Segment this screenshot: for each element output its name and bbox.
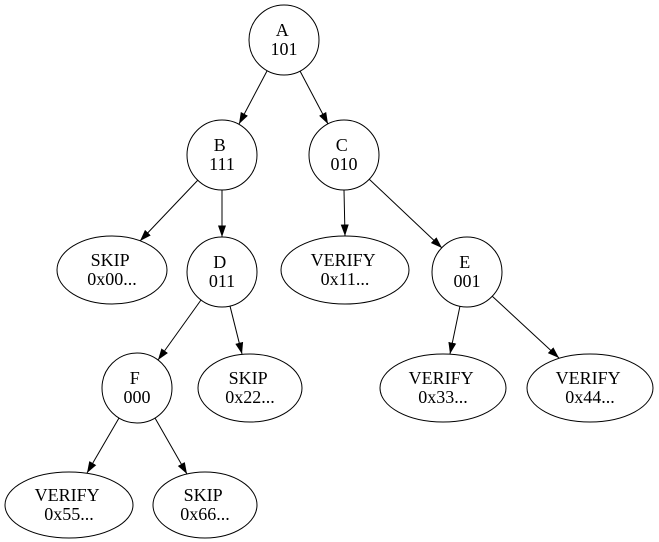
node-C: C 010 [308, 119, 380, 191]
node-skip22: SKIP 0x22... [197, 353, 303, 423]
node-E-label: E 001 [454, 252, 481, 291]
node-B-label: B 111 [209, 135, 235, 174]
edge-F-verify55 [86, 417, 120, 474]
edge-D-F [157, 299, 202, 361]
node-verify44-label: VERIFY 0x44... [556, 368, 625, 407]
node-skip00-label: SKIP 0x00... [87, 250, 137, 289]
node-verify44: VERIFY 0x44... [526, 353, 654, 423]
node-verify11-label: VERIFY 0x11... [311, 250, 380, 289]
node-verify55: VERIFY 0x55... [4, 471, 134, 539]
node-E: E 001 [431, 236, 503, 308]
node-F: F 000 [101, 352, 173, 424]
node-verify11: VERIFY 0x11... [280, 235, 410, 305]
node-verify33-label: VERIFY 0x33... [409, 368, 478, 407]
node-C-shape [308, 119, 380, 191]
node-C-label: C 010 [331, 135, 358, 174]
node-B-shape [186, 119, 258, 191]
edge-F-skip66 [154, 417, 188, 475]
node-verify33: VERIFY 0x33... [379, 353, 507, 423]
node-skip66-label: SKIP 0x66... [180, 485, 230, 524]
node-verify33-shape [379, 353, 507, 423]
edge-B-skip00 [139, 179, 199, 242]
node-skip66: SKIP 0x66... [152, 471, 258, 539]
edge-E-verify33 [448, 305, 461, 355]
edge-A-C [299, 70, 329, 125]
node-verify55-shape [4, 471, 134, 539]
node-F-shape [101, 352, 173, 424]
node-verify44-shape [526, 353, 654, 423]
node-D-shape [186, 236, 258, 308]
node-skip00: SKIP 0x00... [56, 235, 168, 305]
node-skip22-label: SKIP 0x22... [225, 368, 275, 407]
node-A: A 101 [248, 4, 320, 76]
node-verify55-label: VERIFY 0x55... [35, 485, 104, 524]
node-D-label: D 011 [209, 252, 235, 291]
edge-D-skip22 [229, 305, 244, 355]
nodes-layer: A 101 B 111 C 010 [4, 4, 654, 539]
edge-E-verify44 [491, 295, 560, 359]
node-D: D 011 [186, 236, 258, 308]
edges-layer [86, 70, 560, 475]
node-A-shape [248, 4, 320, 76]
node-skip22-shape [197, 353, 303, 423]
node-E-shape [431, 236, 503, 308]
node-B: B 111 [186, 119, 258, 191]
edge-A-B [238, 70, 268, 125]
edge-C-verify11 [340, 189, 349, 237]
node-A-label: A 101 [271, 20, 298, 59]
node-skip00-shape [56, 235, 168, 305]
node-skip66-shape [152, 471, 258, 539]
node-verify11-shape [280, 235, 410, 305]
node-F-label: F 000 [124, 368, 151, 407]
edge-C-E [368, 178, 443, 249]
